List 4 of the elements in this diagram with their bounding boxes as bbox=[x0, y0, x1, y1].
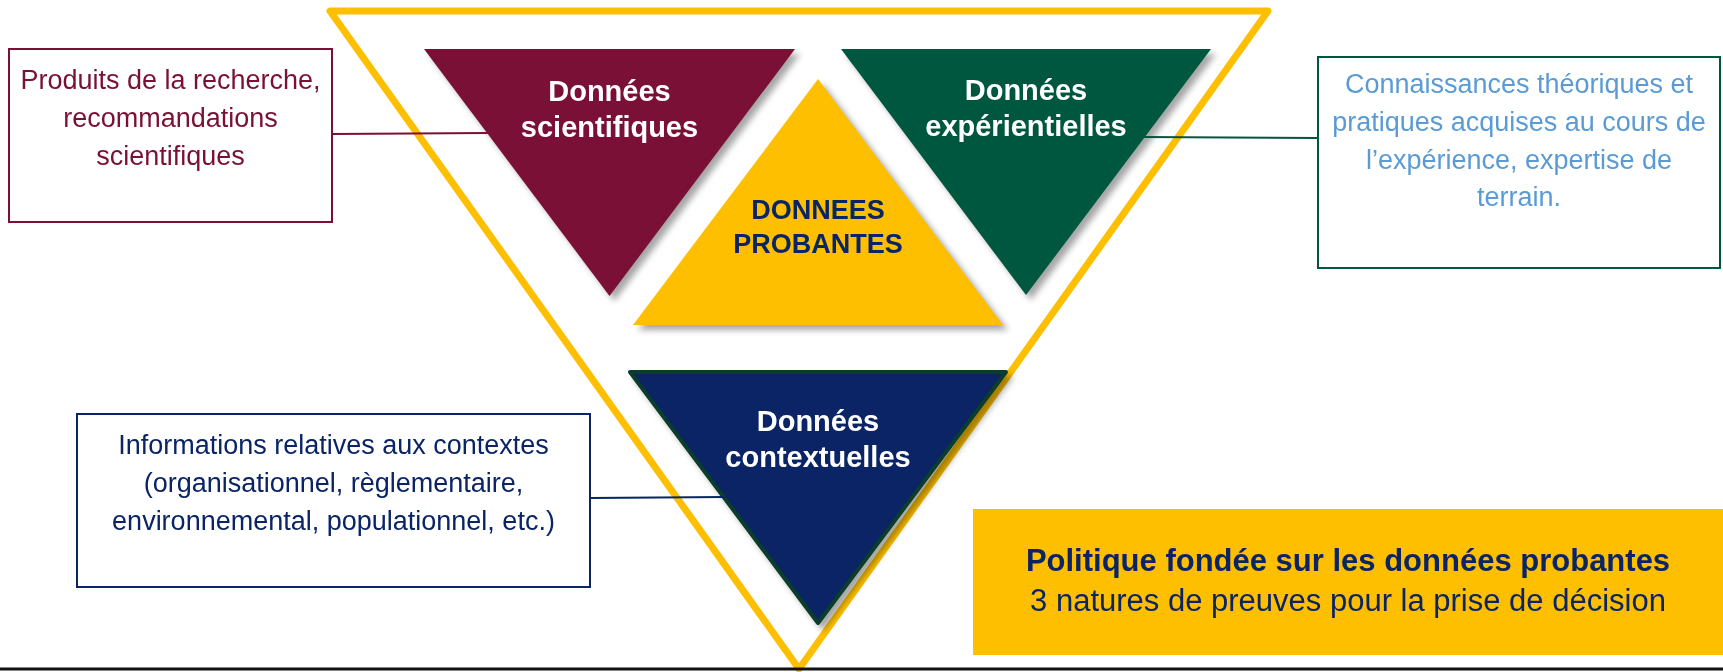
text-box bbox=[1317, 56, 1721, 269]
box-text: Connaissances théoriques et pratiques acquises au cours de l’expérience, expertise de terrain. bbox=[1331, 68, 1707, 215]
text-box bbox=[8, 48, 333, 223]
box-text: Produits de la recherche, recommandations scientifiques bbox=[20, 64, 321, 173]
